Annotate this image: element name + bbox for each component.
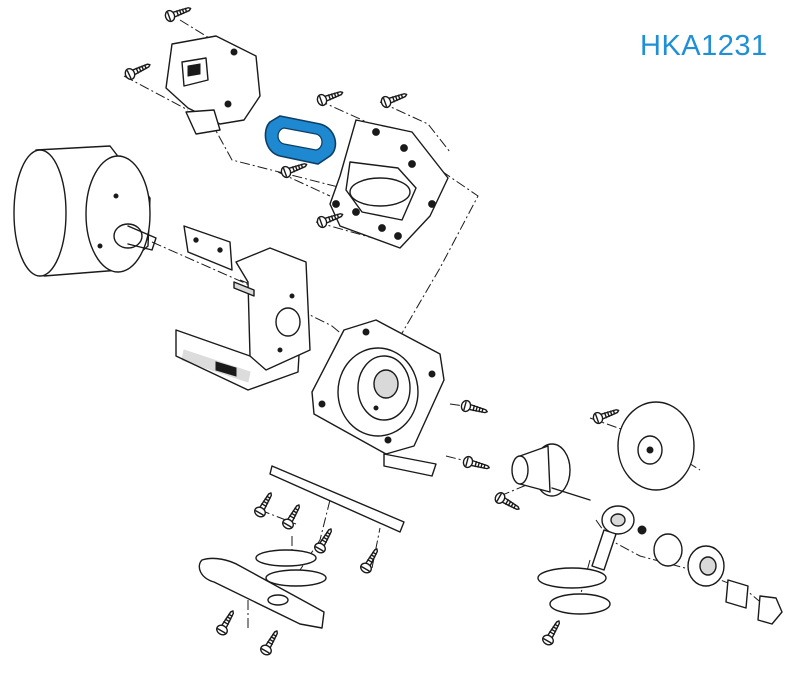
motor-bracket: [175, 225, 311, 391]
screw: [316, 91, 344, 107]
screw: [124, 63, 151, 81]
screws: [124, 7, 620, 656]
screw: [494, 492, 520, 510]
screw: [254, 492, 272, 518]
screw: [542, 620, 560, 646]
screw: [462, 455, 490, 470]
highlighted-gasket: [264, 115, 337, 165]
part-number-label: HKA1231: [640, 30, 768, 62]
screw: [216, 610, 234, 636]
link-arms: [198, 465, 405, 629]
screw: [282, 504, 300, 530]
cover-plate: [329, 119, 449, 249]
drive-assembly: [511, 401, 783, 625]
screw: [260, 630, 278, 656]
switch-block: [165, 35, 261, 135]
screw: [360, 548, 378, 574]
base-rail: [181, 349, 251, 383]
screw: [592, 409, 620, 425]
motor: [13, 145, 157, 277]
screw: [460, 399, 488, 414]
screw: [314, 528, 332, 554]
screw: [164, 7, 192, 23]
screw: [316, 213, 344, 229]
screw: [280, 163, 308, 179]
screw: [380, 93, 408, 109]
gearbox-housing: [311, 319, 445, 477]
